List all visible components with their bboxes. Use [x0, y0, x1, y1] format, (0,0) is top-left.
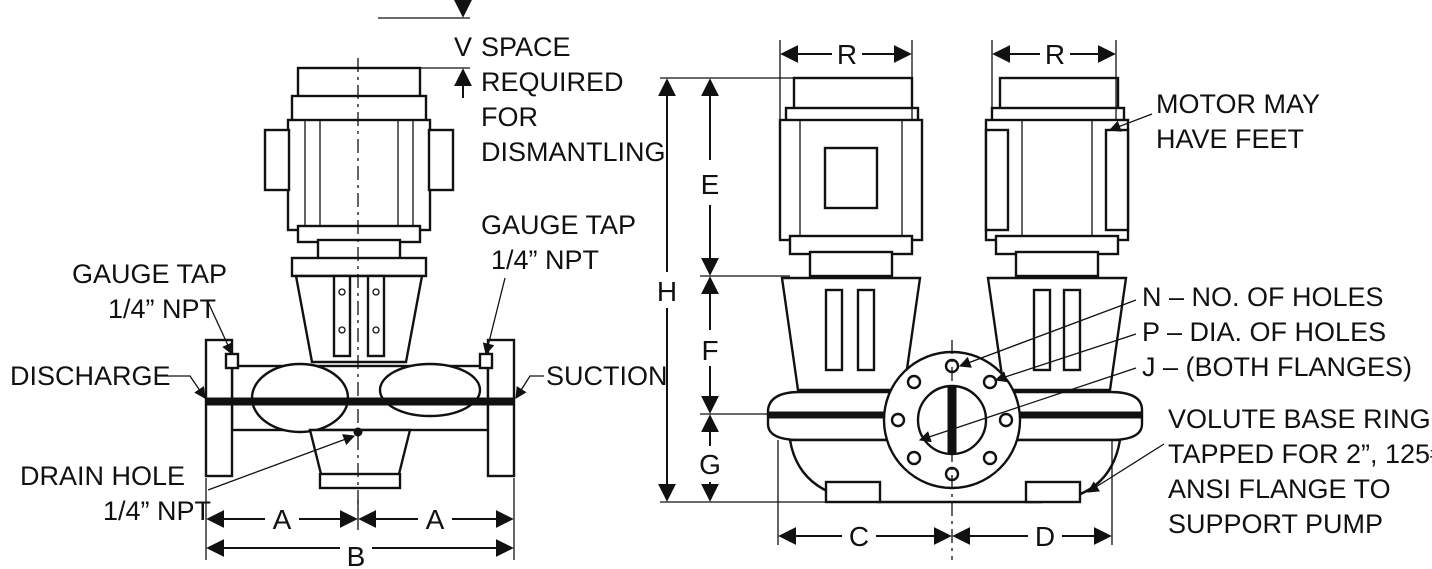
drain-hole-line-2: 1/4” NPT: [103, 496, 211, 526]
motor-front-right: [984, 76, 1130, 278]
holes-n-label: N – NO. OF HOLES: [1142, 282, 1384, 312]
gauge-tap-right-line-1: GAUGE TAP: [481, 210, 636, 240]
dim-h: H: [657, 276, 677, 307]
pump-front-view: [766, 76, 1144, 560]
gauge-tap-right-line-2: 1/4” NPT: [491, 245, 599, 275]
casing-side: [204, 338, 516, 490]
v-dim-label: V: [454, 32, 472, 62]
dim-d: D: [1035, 521, 1055, 552]
volute-line-1: VOLUTE BASE RING: [1168, 404, 1431, 434]
dim-r-right: R: [1045, 39, 1065, 70]
gauge-tap-left-line-1: GAUGE TAP: [72, 259, 227, 289]
dim-e: E: [701, 169, 720, 200]
dim-f: F: [701, 335, 718, 366]
dim-a-right: A: [426, 504, 445, 535]
motor-feet-line-2: HAVE FEET: [1156, 124, 1304, 154]
motor-front-left: [778, 76, 924, 278]
volute-line-3: ANSI FLANGE TO: [1168, 474, 1391, 504]
a-b-dimensions: A A B: [205, 478, 515, 569]
flange-front: [882, 350, 1022, 490]
flange-holes-callout: N – NO. OF HOLES P – DIA. OF HOLES J – (…: [918, 282, 1412, 443]
volute-line-4: SUPPORT PUMP: [1168, 509, 1383, 539]
volute-base-ring-callout: VOLUTE BASE RING TAPPED FOR 2”, 125# ANS…: [1087, 404, 1432, 539]
pump-side-view: [204, 58, 516, 510]
holes-p-label: P – DIA. OF HOLES: [1142, 317, 1386, 347]
space-required-note: SPACE REQUIRED FOR DISMANTLING: [481, 32, 666, 167]
dim-g: G: [699, 449, 721, 480]
space-required-line-3: FOR: [481, 102, 538, 132]
discharge-callout: DISCHARGE: [10, 361, 206, 399]
vertical-dimensions: E F G H: [657, 77, 826, 503]
gauge-tap-right-callout: GAUGE TAP 1/4” NPT: [481, 210, 636, 356]
r-dimensions: R R: [779, 39, 1117, 120]
holes-j-label: J – (BOTH FLANGES): [1142, 352, 1412, 382]
discharge-label: DISCHARGE: [10, 361, 171, 391]
dim-r-left: R: [837, 39, 857, 70]
drain-hole-line-1: DRAIN HOLE: [20, 461, 185, 491]
dim-a-left: A: [273, 504, 292, 535]
drain-hole-callout: DRAIN HOLE 1/4” NPT: [20, 434, 356, 526]
space-required-line-4: DISMANTLING: [481, 137, 666, 167]
dim-c: C: [849, 521, 869, 552]
gauge-tap-left-callout: GAUGE TAP 1/4” NPT: [72, 259, 233, 356]
space-required-line-1: SPACE: [481, 32, 571, 62]
motor-feet-callout: MOTOR MAY HAVE FEET: [1108, 89, 1320, 154]
suction-callout: SUCTION: [515, 361, 668, 399]
adapters-front: [780, 276, 1128, 392]
v-dimension: V: [378, 0, 472, 98]
space-required-line-2: REQUIRED: [481, 67, 624, 97]
volute-line-2: TAPPED FOR 2”, 125#: [1168, 439, 1432, 469]
adapter-side: [290, 256, 428, 364]
c-d-dimensions: C D: [777, 440, 1113, 552]
dim-b: B: [347, 541, 366, 569]
suction-label: SUCTION: [546, 361, 668, 391]
motor-side: [263, 66, 455, 262]
gauge-tap-left-line-2: 1/4” NPT: [108, 294, 216, 324]
motor-feet-line-1: MOTOR MAY: [1156, 89, 1320, 119]
